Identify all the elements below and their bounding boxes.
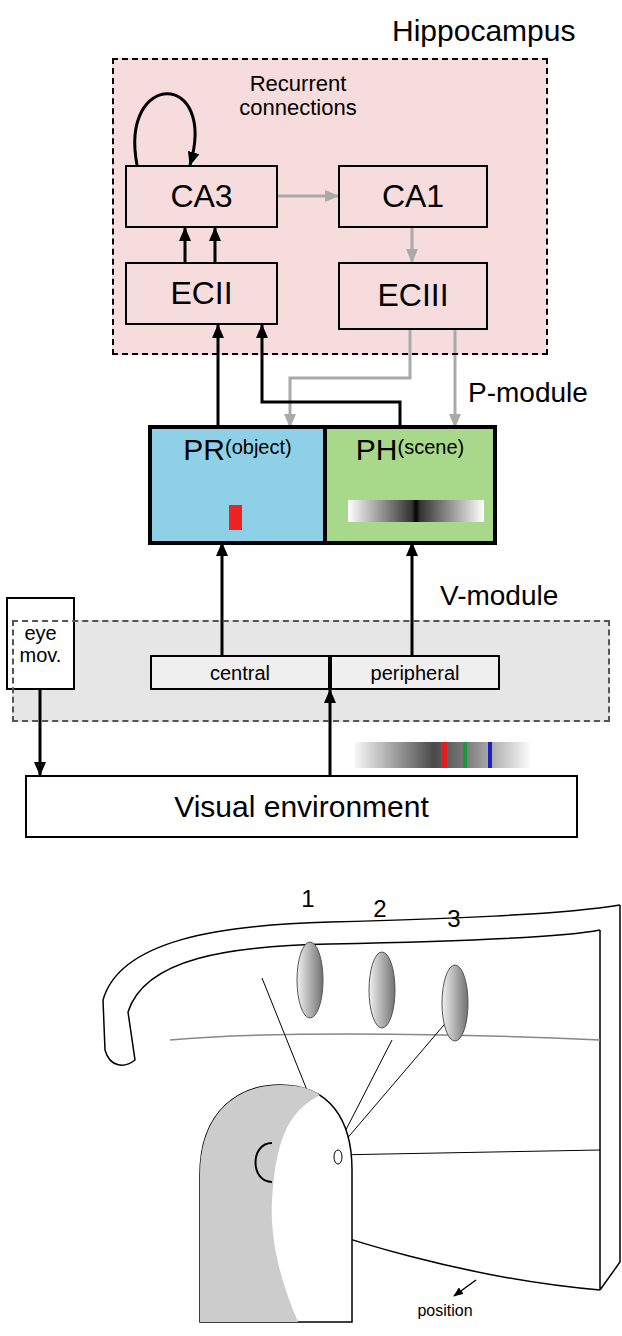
region-heading: V-module [440, 581, 558, 612]
scene-bar [348, 500, 484, 522]
text-holder: PH(scene) [327, 429, 493, 541]
text-holder: ECIII [340, 264, 486, 328]
node-text: CA1 [382, 179, 444, 214]
connector-arrow [411, 543, 414, 655]
green-stripe [463, 742, 467, 768]
object-marker [229, 505, 242, 530]
wall-right-edge [600, 905, 620, 1290]
annotation-text: Recurrent connections [218, 72, 378, 120]
eye-movement-box: eye mov. [6, 597, 75, 690]
text-holder: central [152, 657, 328, 688]
node-text: ECIII [377, 278, 448, 313]
connector-arrow [290, 330, 410, 427]
ecii-box: ECII [125, 262, 278, 325]
object-2 [369, 952, 395, 1028]
head-eye [334, 1150, 342, 1164]
object-3 [442, 965, 468, 1041]
connector-arrow [184, 228, 187, 262]
node-text: (object) [225, 433, 292, 458]
connector-arrow [278, 195, 338, 198]
node-text: Visual environment [174, 790, 429, 823]
node-text: PH [356, 433, 398, 466]
pr-box: PR(object) [150, 427, 325, 543]
node-text: PR [183, 433, 225, 466]
object-1 [297, 942, 323, 1018]
node-text: peripheral [371, 662, 460, 684]
v-module-fill [12, 620, 610, 722]
connector-arrow [221, 543, 224, 655]
node-text: (scene) [397, 433, 464, 458]
p-module-box: P-modulePR(object)PH(scene) [148, 425, 497, 545]
red-stripe [441, 742, 447, 768]
eciii-box: ECIII [338, 262, 488, 330]
text-holder: PR(object) [152, 429, 323, 541]
connector-arrow [411, 228, 414, 262]
connector-arrow [454, 330, 457, 427]
central-box: central [150, 655, 330, 690]
text-holder: ECII [127, 264, 276, 323]
wall-band-line [170, 1034, 600, 1040]
environment-bar [355, 742, 530, 768]
hippocampus-fill [112, 58, 548, 355]
ph-box: PH(scene) [325, 427, 495, 543]
pr-fill [148, 425, 325, 545]
connector-arrow [217, 325, 220, 427]
node-text: central [210, 662, 270, 684]
ca3-box: CA3 [125, 165, 278, 228]
node-text: eye mov. [12, 622, 69, 666]
wall-inner-rim [128, 930, 600, 1012]
head-hair [200, 1085, 320, 1322]
text-holder: peripheral [332, 657, 498, 688]
callout-number: 2 [368, 896, 392, 922]
connector-arrow [329, 690, 332, 775]
connector-arrow [214, 228, 217, 262]
node-text: CA3 [170, 179, 232, 214]
callout-number: 1 [296, 886, 320, 912]
connector-arrow [39, 690, 42, 775]
region-heading: Hippocampus [392, 14, 575, 47]
arena-illustration [103, 905, 620, 1290]
head-outline [200, 1085, 352, 1322]
wall-left-end [103, 1000, 135, 1065]
connector-arrow [262, 325, 400, 427]
region-heading: P-module [468, 378, 588, 409]
axis-label: position [400, 1302, 490, 1320]
visual-environment-box: Visual environment [25, 775, 578, 838]
text-holder: eye mov. [8, 599, 73, 688]
blue-stripe [488, 742, 492, 768]
ca1-box: CA1 [338, 165, 488, 228]
text-holder: Visual environment [27, 777, 576, 836]
wall-outer-rim [103, 905, 620, 1000]
text-holder: CA1 [340, 167, 486, 226]
callout-number: 3 [442, 906, 466, 932]
head-ear [256, 1143, 273, 1182]
node-text: ECII [170, 276, 232, 311]
v-module-band: V-modulecentralperipheral [12, 620, 610, 722]
peripheral-box: peripheral [330, 655, 500, 690]
text-holder: CA3 [127, 167, 276, 226]
connector-arrow [135, 94, 195, 165]
ph-fill [325, 425, 497, 545]
position-arrow [454, 1280, 476, 1296]
